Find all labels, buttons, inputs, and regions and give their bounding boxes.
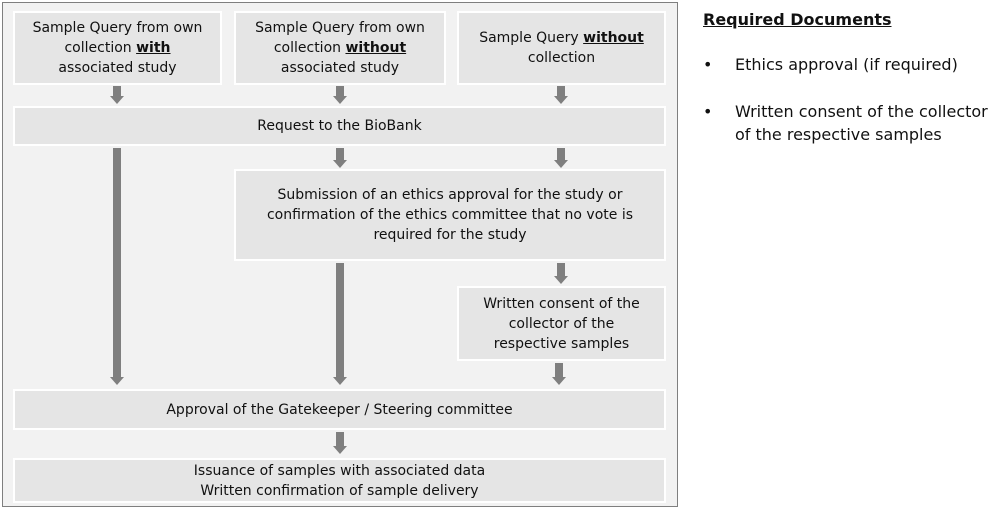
request-text: Request to the BioBank [257,118,422,134]
list-item: • Written consent of the collector of the… [703,100,998,146]
ethics-text: Submission of an ethics approval for the… [266,187,634,243]
list-item-text: Written consent of the collector of the … [735,102,988,144]
request-box: Request to the BioBank [13,106,666,146]
query-without-study-box: Sample Query from own collection without… [234,11,446,85]
query-without-study-text: Sample Query from own collection without… [255,20,425,76]
required-documents-panel: Required Documents • Ethics approval (if … [703,8,998,170]
bullet-icon: • [703,55,713,74]
issuance-box: Issuance of samples with associated data… [13,458,666,503]
approval-box: Approval of the Gatekeeper / Steering co… [13,389,666,430]
required-documents-title: Required Documents [703,10,892,29]
query-with-study-box: Sample Query from own collection with as… [13,11,222,85]
ethics-box: Submission of an ethics approval for the… [234,169,666,261]
consent-text: Written consent of the collector of the … [483,295,640,352]
consent-box: Written consent of the collector of the … [457,286,666,361]
list-item: • Ethics approval (if required) [703,53,998,76]
approval-text: Approval of the Gatekeeper / Steering co… [166,401,513,418]
query-with-study-text: Sample Query from own collection with as… [32,20,203,76]
list-item-text: Ethics approval (if required) [735,55,958,74]
query-without-collection-box: Sample Query without collection [457,11,666,85]
required-documents-list: • Ethics approval (if required) • Written … [703,53,998,146]
issuance-text: Issuance of samples with associated data… [193,462,486,499]
query-without-collection-text: Sample Query without collection [479,30,644,66]
bullet-icon: • [703,102,713,121]
